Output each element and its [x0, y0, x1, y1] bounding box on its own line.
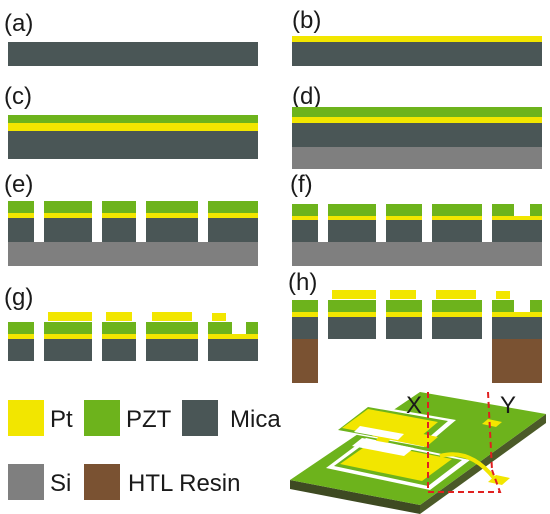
panel-a: (a): [4, 10, 258, 66]
top-electrode: [340, 443, 452, 481]
y-label: Y: [500, 392, 516, 419]
legend-label-htl-resin: HTL Resin: [128, 470, 240, 497]
pt-layer: [8, 123, 258, 131]
panel-e: (e): [4, 171, 258, 266]
legend-swatch-si: [8, 464, 44, 500]
panel-label-h: (h): [288, 269, 317, 296]
panel-label-b: (b): [292, 7, 321, 34]
panel-label-f: (f): [290, 171, 313, 198]
legend-swatch-pzt: [84, 400, 120, 436]
si-layer: [292, 147, 542, 169]
lead-wire: [439, 452, 496, 480]
panel-h: (h): [288, 269, 542, 383]
board-side-front: [290, 480, 420, 514]
pzt-layer: [8, 115, 258, 123]
panel-d: (d): [292, 83, 542, 169]
pt-layer: [292, 117, 542, 123]
legend-label-si: Si: [50, 470, 71, 497]
si-layer: [292, 242, 542, 266]
contact-pad-y: [482, 419, 502, 427]
etched-stack: [8, 201, 258, 242]
legend-label-pt: Pt: [50, 406, 73, 433]
legend-swatch-mica: [182, 400, 218, 436]
si-layer: [8, 242, 258, 266]
mica-layer: [292, 123, 542, 147]
released-stack: [292, 290, 542, 383]
comb-gap: [354, 426, 404, 440]
panel-f: (f): [290, 171, 542, 266]
device-3d-view: X Y: [290, 391, 546, 514]
contact-pad: [488, 475, 510, 485]
legend: Pt PZT Mica Si HTL Resin: [8, 400, 281, 500]
pzt-layer: [292, 107, 542, 117]
panel-c: (c): [4, 83, 258, 159]
panel-b: (b): [292, 7, 542, 66]
board-top: [290, 392, 546, 505]
legend-item-htl-resin: HTL Resin: [84, 464, 240, 500]
legend-swatch-pt: [8, 400, 44, 436]
mica-layer: [8, 42, 258, 66]
legend-item-pt: Pt: [8, 400, 73, 436]
panel-label-d: (d): [292, 83, 321, 110]
legend-label-pzt: PZT: [126, 406, 172, 433]
panel-label-a: (a): [4, 10, 33, 37]
etched-stack: [292, 204, 542, 242]
panel-label-c: (c): [4, 83, 32, 110]
panel-g: (g): [4, 284, 258, 361]
x-label: X: [406, 392, 422, 419]
marker-outline: [428, 469, 502, 493]
mica-layer: [8, 131, 258, 159]
legend-item-mica: Mica: [182, 400, 281, 436]
panel-label-e: (e): [4, 171, 33, 198]
y-marker-line: [487, 391, 493, 471]
pt-layer: [292, 36, 542, 42]
legend-swatch-htl-resin: [84, 464, 120, 500]
comb-gap: [352, 438, 414, 456]
electrode-stack: [8, 312, 258, 361]
legend-label-mica: Mica: [230, 406, 281, 433]
panel-label-g: (g): [4, 284, 33, 311]
mica-layer: [292, 42, 542, 66]
legend-item-si: Si: [8, 464, 71, 500]
legend-item-pzt: PZT: [84, 400, 172, 436]
